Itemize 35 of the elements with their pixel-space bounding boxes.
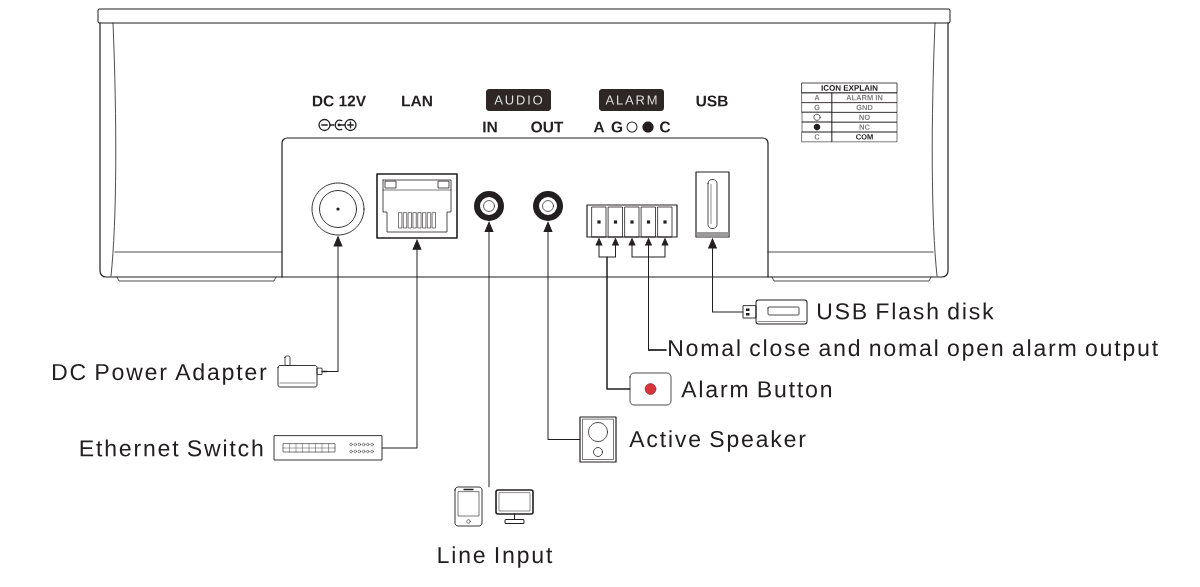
port-label: OUT — [531, 121, 564, 133]
audio-jack — [474, 191, 504, 221]
arrow — [484, 221, 494, 488]
arrow — [628, 238, 669, 351]
port-label: LAN — [402, 95, 432, 107]
terminal-pin — [657, 206, 673, 238]
device-label: DC Power Adapter — [53, 363, 267, 385]
port-label: DC 12V — [312, 95, 366, 107]
port-label: IN — [483, 121, 497, 133]
terminal-pin — [591, 206, 607, 238]
device-label: Ethernet Switch — [80, 439, 263, 457]
usb-port — [695, 171, 730, 238]
section-badge: AUDIO — [486, 89, 551, 111]
terminal-pin — [624, 206, 640, 238]
device-label: Line Input — [438, 546, 553, 568]
terminal-block — [586, 204, 678, 238]
arrow — [708, 238, 744, 313]
terminal-pin — [641, 206, 656, 238]
port-label: USB — [696, 95, 728, 107]
device-label: USB Flash disk — [818, 302, 994, 320]
arrow — [381, 239, 422, 449]
output-label: Nomal close and nomal open alarm output — [669, 339, 1158, 361]
device-label: Active Speaker — [629, 430, 806, 452]
ethernet-port — [376, 173, 458, 239]
device-label: Alarm Button — [681, 380, 832, 398]
port-label: C — [660, 121, 671, 133]
arrow — [543, 221, 581, 440]
port-label: A — [593, 121, 605, 133]
section-badge: ALARM — [599, 89, 664, 111]
terminal-pin — [608, 206, 623, 238]
arrow — [595, 238, 631, 390]
arrow — [326, 236, 343, 372]
table-header: ICON EXPLAIN — [801, 82, 898, 94]
power-jack — [311, 182, 365, 236]
audio-jack — [533, 191, 563, 221]
